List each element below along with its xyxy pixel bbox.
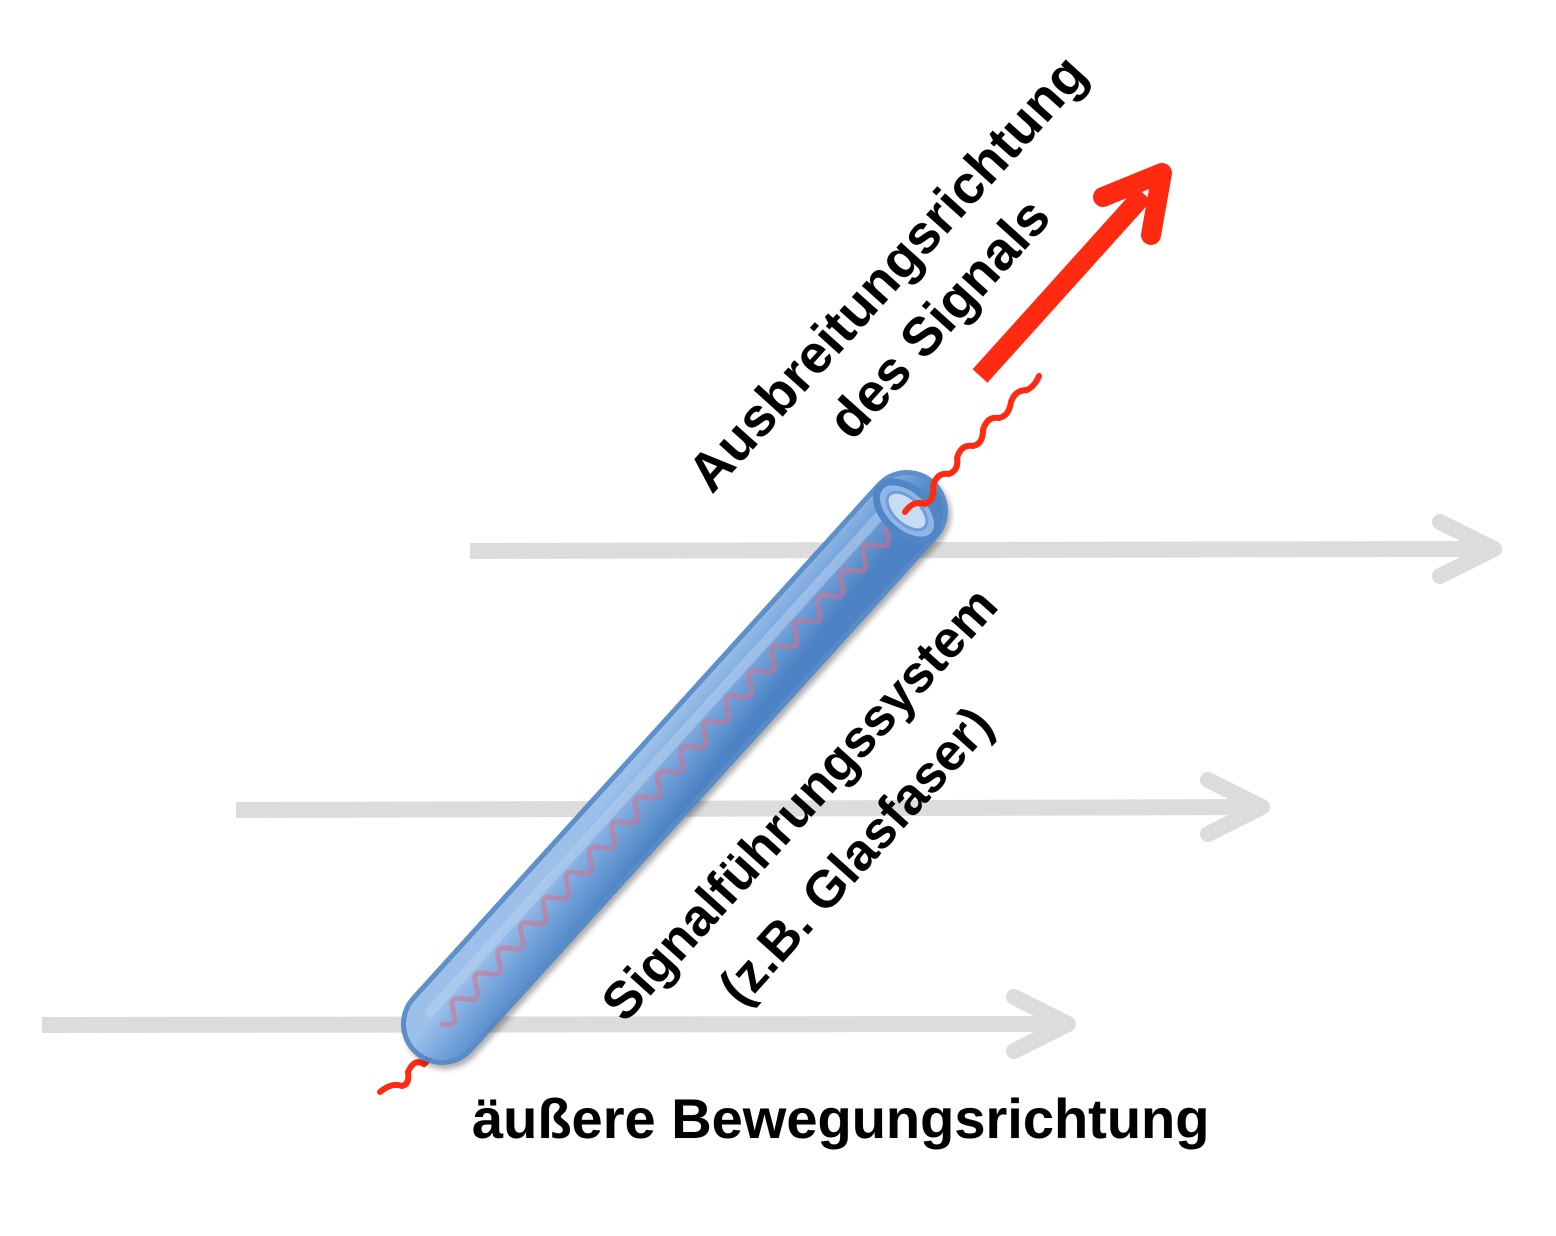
signal-wave-top bbox=[902, 373, 1042, 515]
signal-wave-inside-fiber bbox=[439, 513, 914, 1028]
motion-arrow-top bbox=[469, 514, 1502, 584]
motion-arrow-bottom bbox=[41, 989, 1076, 1059]
motion-label: äußere Bewegungsrichtung bbox=[472, 1087, 1209, 1150]
propagation-arrow bbox=[972, 163, 1172, 383]
motion-arrow-middle bbox=[235, 772, 1270, 842]
propagation-label-line1: Ausbreitungsrichtung bbox=[676, 44, 1098, 503]
